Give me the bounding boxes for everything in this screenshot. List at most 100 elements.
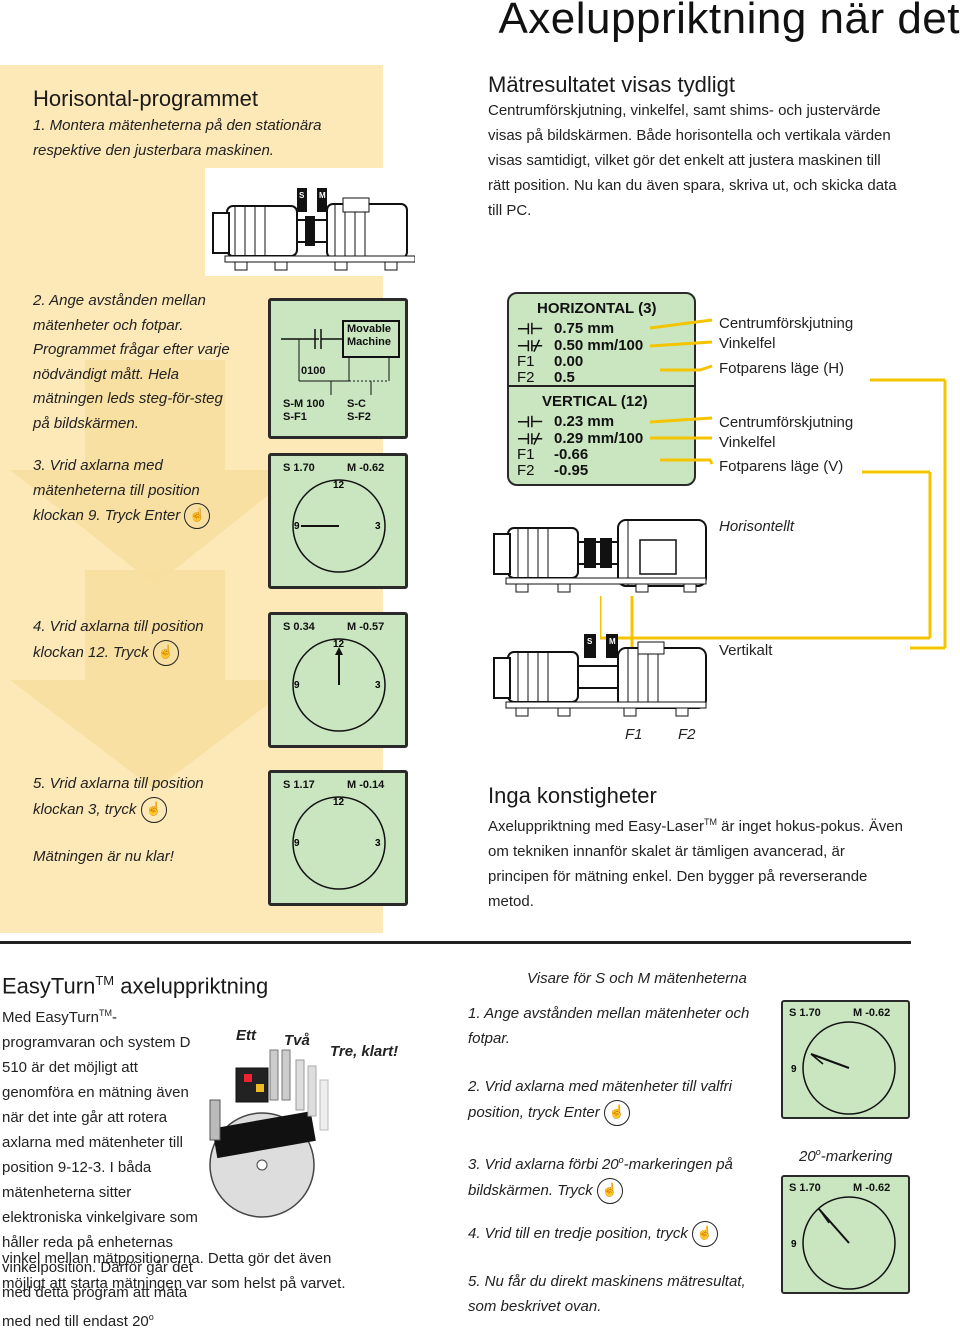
easyturn-body-wrap: Med EasyTurnTM-programvaran och system D…	[2, 1001, 207, 1334]
machine-m-label: M	[319, 191, 326, 200]
label-foot-f1: F1	[625, 726, 643, 743]
panel-h-f2: 0.5	[554, 369, 575, 386]
flow-arrows	[10, 360, 300, 790]
label-offset-v: Centrumförskjutning	[719, 414, 854, 431]
panel-h-offset-icon: ⊣⊢	[517, 321, 544, 338]
machine-s-label: S	[587, 637, 593, 646]
panel-v-title: VERTICAL (12)	[542, 393, 648, 410]
flow-arrow-1	[10, 360, 300, 585]
flow-arrow-2	[10, 570, 300, 790]
easyturn-ett: Ett	[236, 1027, 256, 1044]
marking-label: 20o-markering	[799, 1140, 892, 1170]
dial-s-value: S 0.34	[283, 621, 315, 633]
horizontal-step5: 5. Vrid axlarna till position klockan 3,…	[33, 772, 233, 823]
results-body: Centrumförskjutning, vinkelfel, samt shi…	[488, 102, 897, 219]
dial-s-value: S 1.70	[789, 1182, 821, 1194]
easyturn-body-tail: vinkel mellan mätpositionerna. Detta gör…	[2, 1246, 372, 1296]
no-tricks-body: Axeluppriktning med Easy-LaserTM är inge…	[488, 810, 908, 914]
no-tricks-line1a: Axeluppriktning med Easy-Laser	[488, 818, 704, 835]
dial-face: 9	[791, 1196, 896, 1290]
no-tricks-line1b: är inget hokus-pokus.	[716, 818, 865, 835]
easyturn-dial-2: S 1.70 M -0.62 9	[781, 1175, 910, 1294]
lcd-setup-screen: Movable Machine 0100 S-M 100 S-F1 S-C S-…	[268, 298, 408, 439]
dial-screen-3: S 1.17 M -0.14 12 9 3	[268, 770, 408, 906]
panel-v-f2: -0.95	[554, 462, 589, 479]
dial-s-value: S 1.70	[283, 462, 315, 474]
easyturn-body: Med EasyTurnTM-programvaran och system D…	[2, 1001, 372, 1334]
panel-h-f1: 0.00	[554, 353, 584, 370]
label-vertical: Vertikalt	[719, 642, 773, 659]
panel-v-angle: 0.29 mm/100	[554, 430, 644, 447]
easyturn-step5: 5. Nu får du direkt maskinens mätresulta…	[468, 1273, 746, 1315]
easyturn-heading-a: EasyTurn	[2, 973, 96, 999]
label-horizontal: Horisontellt	[719, 518, 795, 535]
horizontal-step2: 2. Ange avstånden mellan mätenheter och …	[33, 292, 230, 432]
easyturn-step3-deg: o	[618, 1155, 624, 1165]
label-angle-v: Vinkelfel	[719, 434, 776, 451]
horizontal-step3: 3. Vrid axlarna med mätenheterna till po…	[33, 454, 233, 529]
no-tricks-tm: TM	[703, 817, 717, 827]
annotation-connectors	[600, 318, 947, 650]
lcd-sm: S-M 100	[283, 398, 325, 410]
marking-deg: o	[815, 1147, 821, 1157]
dial-tick-9: 9	[791, 1239, 797, 1250]
dial-m-value: M -0.62	[347, 462, 385, 474]
machine-s-label: S	[299, 191, 305, 200]
page-title: Axeluppriktning när det	[498, 0, 960, 43]
easyturn-dial-1: S 1.70 M -0.62 9	[781, 1000, 910, 1119]
easyturn-step2: 2. Vrid axlarna med mätenheter till valf…	[468, 1075, 768, 1126]
easyturn-tre: Tre, klart!	[330, 1043, 399, 1060]
dial-m-value: M -0.57	[347, 621, 385, 633]
section-divider	[0, 941, 911, 944]
dial-face: 12 9 3	[292, 796, 386, 890]
dial-s-value: S 1.17	[283, 779, 315, 791]
panel-v-offset: 0.23 mm	[554, 413, 615, 430]
dial-screen-12: S 0.34 M -0.57 12 9 3	[268, 612, 408, 748]
lcd-sf2: S-F2	[347, 411, 371, 423]
horizontal-step5-text: 5. Vrid axlarna till position klockan 3,…	[33, 775, 204, 818]
lcd-sf1: S-F1	[283, 411, 307, 423]
easyturn-illustration	[209, 1049, 329, 1218]
dial-face: 9	[791, 1021, 896, 1115]
dial-face: 12 9 3	[292, 479, 386, 573]
panel-v-f2-label: F2	[517, 462, 535, 479]
label-feet-v: Fotparens läge (V)	[719, 458, 844, 475]
dial-tick-9: 9	[294, 521, 300, 532]
hand-pointer-icon: ☝	[140, 796, 167, 823]
dial-hand	[810, 1053, 850, 1069]
panel-h-angle-icon: ⊣⊬	[517, 338, 544, 355]
horizontal-step4: 4. Vrid axlarna till position klockan 12…	[33, 615, 233, 666]
dial-m-value: M -0.62	[853, 1007, 891, 1019]
easyturn-tva: Två	[284, 1032, 310, 1049]
no-tricks-heading: Inga konstigheter	[488, 783, 657, 808]
machine-m-label: M	[609, 637, 616, 646]
hand-pointer-icon: ☝	[603, 1099, 630, 1126]
label-offset-h: Centrumförskjutning	[719, 315, 854, 332]
easyturn-step4: 4. Vrid till en tredje position, tryck ☝	[468, 1221, 768, 1247]
easyturn-heading-tm: TM	[95, 973, 115, 988]
horizontal-step3-text: 3. Vrid axlarna med mätenheterna till po…	[33, 457, 200, 524]
dial-tick-9: 9	[791, 1064, 797, 1075]
horizontal-step4-text: 4. Vrid axlarna till position klockan 12…	[33, 618, 204, 661]
easyturn-step3-a: 3. Vrid axlarna förbi 20	[468, 1156, 619, 1173]
marking-b: -markering	[820, 1148, 893, 1165]
results-heading: Mätresultatet visas tydligt	[488, 72, 735, 97]
easyturn-body-tm: TM	[98, 1008, 112, 1018]
horizontal-step1: 1. Montera mätenheterna på den stationär…	[33, 117, 322, 159]
dial-s-value: S 1.70	[789, 1007, 821, 1019]
hand-pointer-icon: ☝	[692, 1221, 718, 1247]
panel-v-f1-label: F1	[517, 446, 535, 463]
hand-pointer-icon: ☝	[152, 639, 179, 666]
dial-screen-9: S 1.70 M -0.62 12 9 3	[268, 453, 408, 589]
panel-h-title: HORIZONTAL (3)	[537, 300, 657, 317]
lcd-machine-label: Movable Machine	[347, 323, 392, 348]
marking-a: 20	[799, 1148, 816, 1165]
panel-h-f2-label: F2	[517, 369, 535, 386]
dial-hand	[818, 1208, 850, 1244]
lcd-dim: 0100	[301, 365, 326, 377]
hand-pointer-icon: ☝	[596, 1177, 623, 1204]
machine-illustration-horizontal	[493, 519, 707, 593]
label-feet-h: Fotparens läge (H)	[719, 360, 845, 377]
easyturn-step3-b: -markeringen på bildskärmen. Tryck	[468, 1156, 733, 1199]
dial-tick-12: 12	[333, 797, 345, 808]
